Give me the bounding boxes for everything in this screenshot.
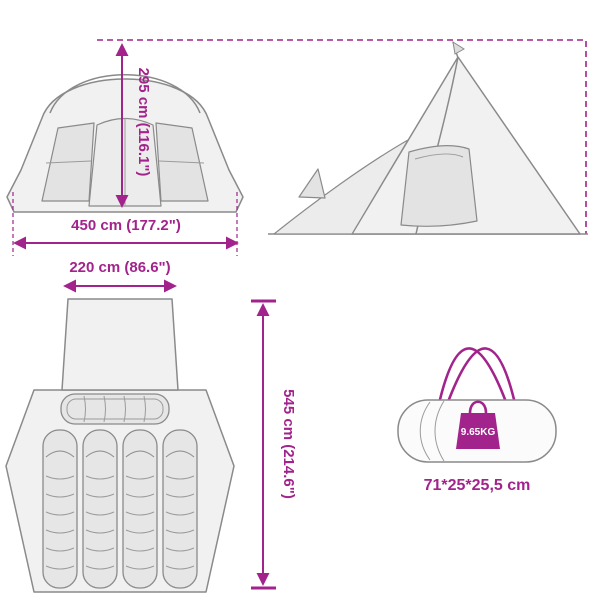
tent-front-view-illustration — [6, 74, 244, 213]
height-reference-dashed-line — [97, 39, 587, 234]
right-window-mid-line — [158, 160, 205, 164]
weight-badge-label: 9.65KG — [461, 427, 496, 438]
sleeping-bag — [82, 429, 118, 589]
packed-size-label: 71*25*25,5 cm — [424, 477, 531, 494]
bag-endcap-seam-2 — [434, 400, 445, 462]
side-window — [400, 145, 478, 227]
apex-flag — [452, 40, 465, 55]
tent-side-view-illustration — [268, 40, 588, 235]
sleeping-pad-ripples — [83, 395, 146, 423]
sleeping-pad-inner-line — [66, 398, 164, 420]
floor-plan-illustration — [5, 298, 235, 593]
weight-icon-handle — [468, 400, 488, 415]
bag-strap-front — [436, 347, 508, 410]
length-dimension-label: 545 cm (214.6") — [280, 389, 297, 499]
height-dimension-label: 295 cm (116.1") — [135, 68, 152, 177]
side-window-inner-line — [414, 153, 464, 160]
sleeping-bag — [162, 429, 198, 589]
tent-side-vestibule — [273, 139, 409, 235]
bag-strap-back — [446, 347, 518, 410]
inner-width-dimension-label: 220 cm (86.6") — [69, 259, 170, 276]
width-dimension-label: 450 cm (177.2") — [71, 217, 181, 234]
sleeping-bag — [122, 429, 158, 589]
floorplan-porch — [61, 298, 179, 391]
sleeping-bag — [42, 429, 78, 589]
left-window-mid-line — [45, 160, 92, 164]
carry-bag-illustration: 9.65KG — [397, 347, 557, 463]
vestibule-window — [298, 168, 326, 199]
bag-endcap-seam-1 — [419, 401, 431, 461]
sleeping-pad — [60, 393, 170, 425]
weight-badge — [456, 413, 500, 449]
dimension-annotations: 295 cm (116.1") 450 cm (177.2") 220 cm (… — [12, 43, 531, 590]
